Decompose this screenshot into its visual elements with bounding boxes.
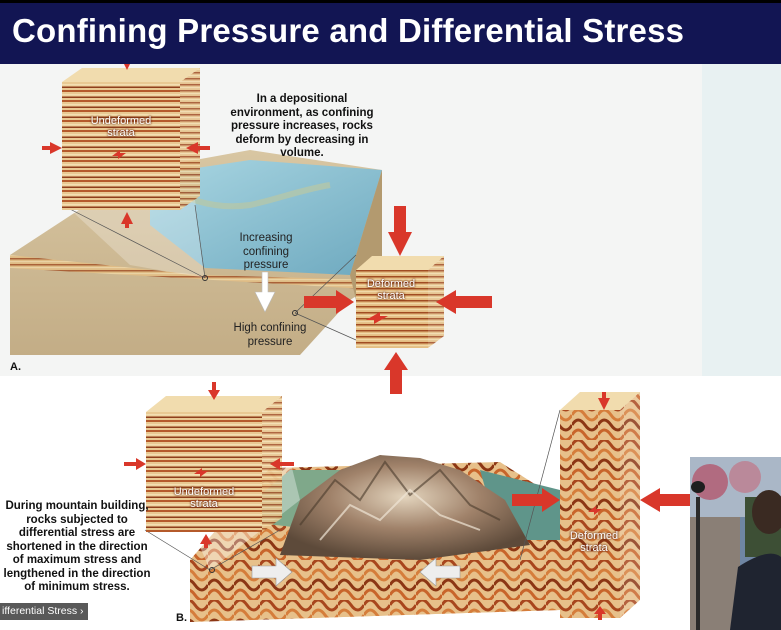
panel-b-caption: During mountain building, rocks subjecte… (2, 500, 152, 595)
increasing-pressure-label: Increasing confining pressure (226, 232, 306, 273)
undeformed-block-a (62, 68, 200, 210)
undeformed-block-b (146, 396, 282, 532)
high-pressure-label: High confining pressure (222, 322, 318, 349)
panel-a-caption: In a depositional environment, as confin… (226, 93, 378, 161)
panel-b-letter: B. (176, 612, 187, 624)
title-bar: Confining Pressure and Differential Stre… (0, 0, 781, 64)
webcam-presenter (690, 457, 781, 630)
chevron-right-icon: › (80, 605, 84, 617)
deformed-b-label: Deformed strata (562, 530, 626, 554)
deformed-block-b (560, 392, 640, 618)
undeformed-b-label: Undeformed strata (166, 486, 242, 510)
window-top-edge (0, 0, 781, 3)
slide-title: Confining Pressure and Differential Stre… (12, 12, 684, 50)
panel-a-letter: A. (10, 361, 21, 373)
undeformed-a-label: Undeformed strata (84, 115, 158, 139)
deformed-block-a (356, 256, 444, 348)
chapter-title: ifferential Stress (2, 605, 77, 617)
webcam-scene (690, 457, 781, 630)
chapter-breadcrumb[interactable]: ifferential Stress › (0, 603, 88, 620)
deformed-a-label: Deformed strata (360, 278, 422, 302)
